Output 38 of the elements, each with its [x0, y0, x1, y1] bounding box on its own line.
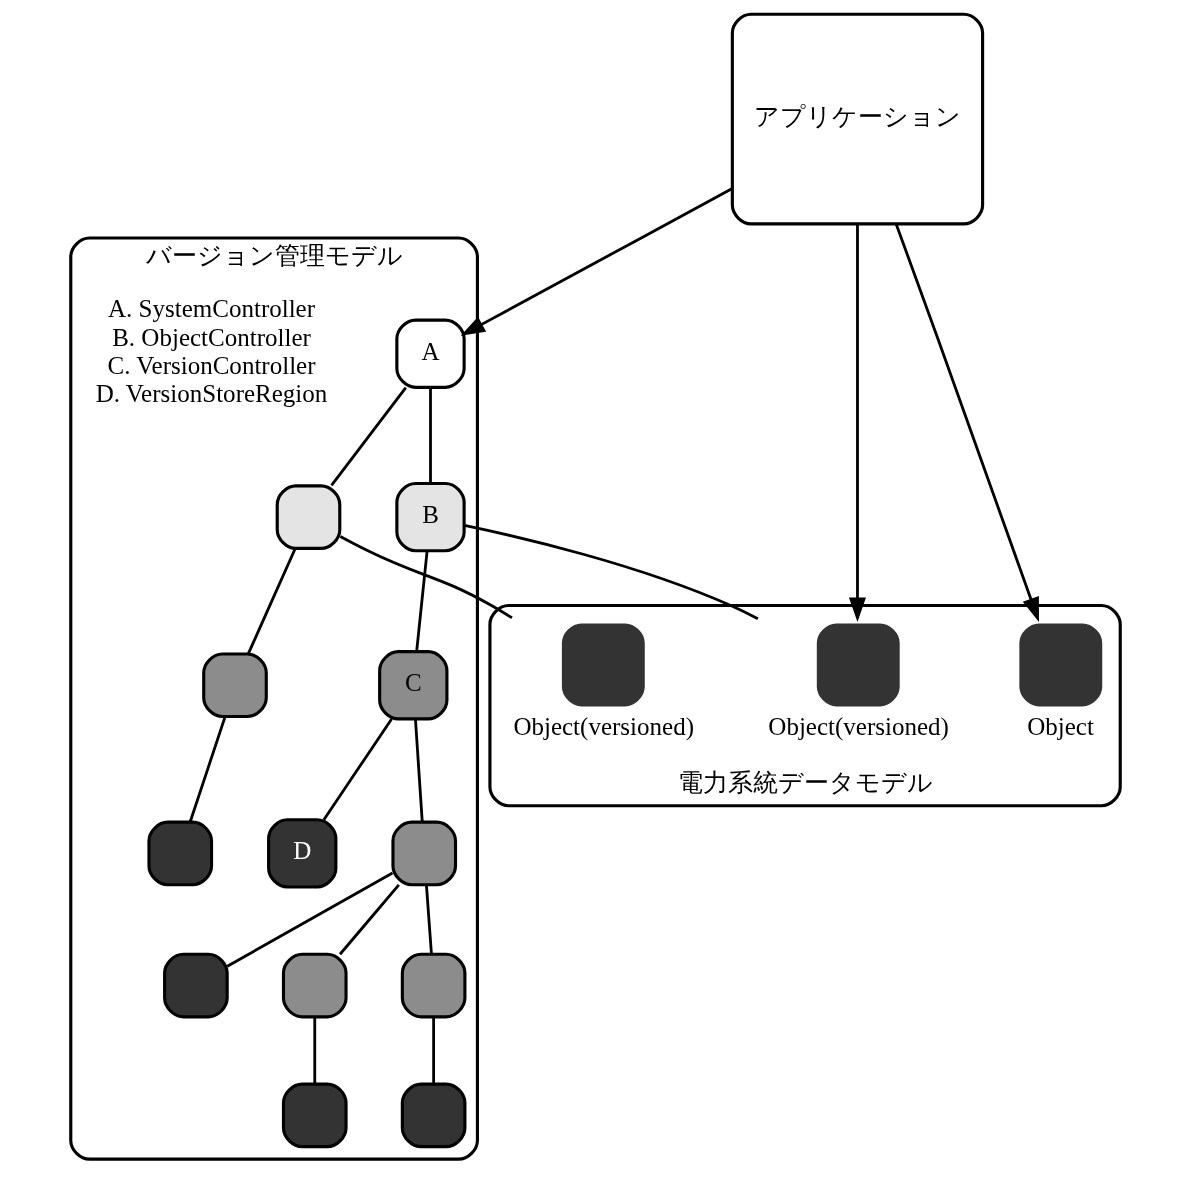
arrow [894, 223, 1039, 622]
connector [247, 548, 297, 655]
label: D. VersionStoreRegion [95, 379, 328, 407]
connector [226, 871, 394, 968]
label: B. ObjectController [112, 323, 311, 351]
connector [339, 535, 513, 619]
node-box: B [395, 481, 466, 553]
arrow [460, 187, 733, 336]
node-box: アプリケーション [730, 12, 985, 226]
node-box [400, 1082, 467, 1149]
node-box: A [395, 318, 466, 389]
node-label: Object(versioned) [768, 713, 949, 741]
node-label: Object(versioned) [513, 713, 694, 741]
connector [432, 1017, 436, 1084]
label: C. VersionController [107, 351, 316, 379]
node-box [202, 652, 268, 719]
node-box: C [378, 650, 449, 721]
node-box [281, 952, 348, 1019]
arrow [848, 223, 867, 622]
node-box [400, 952, 467, 1019]
connector [322, 718, 393, 821]
connector [188, 716, 227, 823]
node-box [147, 820, 214, 887]
connector [415, 550, 429, 652]
connector [414, 718, 424, 823]
connector [464, 524, 759, 621]
node-box: D [267, 818, 338, 889]
label: A. SystemController [107, 295, 316, 323]
connector [429, 387, 432, 484]
connector [425, 884, 433, 955]
node-label: Object [1027, 713, 1094, 741]
connector [338, 883, 400, 956]
node-box [281, 1082, 348, 1149]
node-box [275, 484, 342, 550]
connector [313, 1017, 317, 1084]
node-box [391, 820, 458, 887]
connector [330, 386, 407, 487]
node-box [163, 952, 229, 1019]
